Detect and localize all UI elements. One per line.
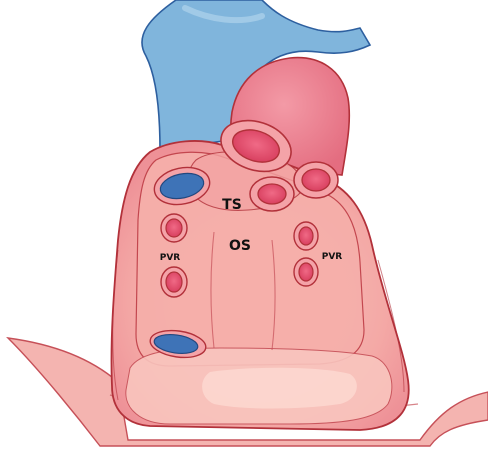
- vessel-ring-upper-right: [294, 162, 338, 198]
- label-os: OS: [229, 238, 251, 254]
- label-pvr-right: PVR: [322, 252, 343, 262]
- ventricle-highlight: [202, 368, 357, 409]
- vessel-ring-mid-right: [250, 177, 294, 211]
- label-pvr-left: PVR: [160, 253, 181, 263]
- pvr-left-upper: [161, 214, 187, 242]
- pvr-right-upper: [294, 222, 318, 250]
- pvr-left-lower: [161, 267, 187, 297]
- pvr-right-lower: [294, 258, 318, 286]
- label-ts: TS: [222, 197, 242, 213]
